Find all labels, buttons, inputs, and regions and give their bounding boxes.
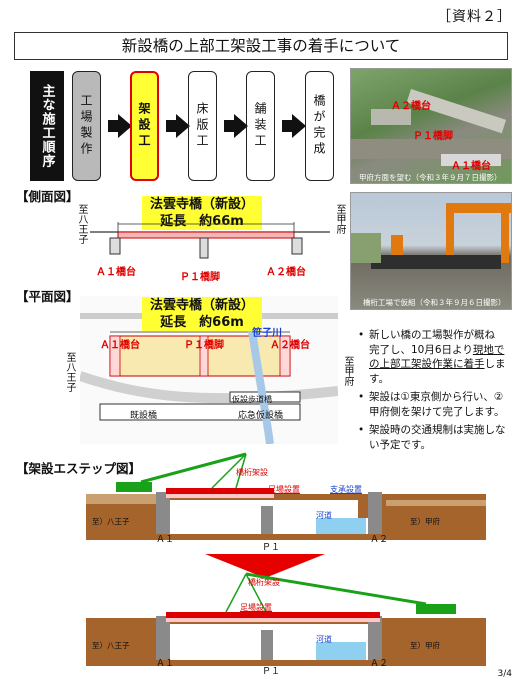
page-number: 3/4 bbox=[497, 669, 512, 679]
stage1-left-direction: 至）八王子 bbox=[92, 517, 130, 526]
river-label: 笹子川 bbox=[252, 328, 282, 339]
arrow-icon bbox=[224, 114, 248, 138]
plan-bridge-length: 延長 約66m bbox=[142, 314, 262, 331]
note-item: 新しい橋の工場製作が概ね 完了し、10月6日より現地での上部工架設作業に着手しま… bbox=[358, 328, 510, 386]
plan-view-heading: 【平面図】 bbox=[16, 289, 79, 304]
steps-heading: 【架設エステップ図】 bbox=[16, 461, 142, 476]
side-label-a2: Ａ２橋台 bbox=[266, 267, 306, 278]
plan-label-p1: Ｐ１橋脚 bbox=[184, 340, 224, 351]
step-paving: 舗装工 bbox=[246, 71, 275, 181]
temp-walkway-label: 仮設歩道橋 bbox=[232, 395, 272, 404]
stage2-girder-label: 橋桁架設 bbox=[248, 578, 280, 587]
existing-bridge-label: 既設橋 bbox=[130, 411, 158, 421]
factory-photo: 橋桁工場で仮組（令和３年９月６日撮影） bbox=[350, 192, 512, 310]
stage2-pier-a1: Ａ１ bbox=[156, 659, 175, 669]
stage2-left-direction: 至）八王子 bbox=[92, 641, 130, 650]
stage2-river-label: 河道 bbox=[316, 635, 332, 644]
down-arrow-icon bbox=[205, 554, 325, 578]
emergency-bridge-label: 応急仮設橋 bbox=[238, 411, 284, 421]
note-item: 架設時の交通規制は実施しない予定です。 bbox=[358, 423, 510, 452]
side-view-heading: 【側面図】 bbox=[16, 189, 79, 204]
photo-label-a2: Ａ２橋台 bbox=[391, 101, 431, 112]
photo-label-a1: Ａ１橋台 bbox=[451, 161, 491, 172]
stage1-pier-p1: Ｐ１ bbox=[262, 543, 281, 553]
plan-left-direction: 至八王子 bbox=[64, 352, 75, 392]
reference-label: ［資料２］ bbox=[437, 9, 512, 25]
step-deck: 床版工 bbox=[188, 71, 217, 181]
side-view-drawing bbox=[90, 222, 330, 259]
plan-label-a2: Ａ２橋台 bbox=[270, 340, 310, 351]
page-title: 新設橋の上部工架設工事の着手について bbox=[14, 32, 508, 60]
stage1-drawing bbox=[86, 452, 486, 540]
photo-caption: 甲府方面を望む（令和３年９月７日撮影） bbox=[359, 173, 502, 182]
stage1-support-label: 支承設置 bbox=[330, 485, 362, 494]
arrow-icon bbox=[166, 114, 190, 138]
plan-bridge-name: 法雲寺橋（新設） bbox=[142, 297, 262, 314]
stage1-girder-label: 橋桁架設 bbox=[236, 468, 268, 477]
step-complete: 橋が完成 bbox=[305, 71, 334, 181]
process-label: 主な施工順序 bbox=[30, 71, 64, 181]
photo-caption: 橋桁工場で仮組（令和３年９月６日撮影） bbox=[363, 298, 506, 307]
factory-photo-drawing bbox=[351, 203, 511, 269]
site-photo-drawing bbox=[351, 89, 511, 166]
side-label-p1: Ｐ１橋脚 bbox=[180, 272, 220, 283]
stage2-pier-a2: Ａ２ bbox=[370, 659, 389, 669]
stage2-drawing bbox=[86, 572, 486, 666]
notes-list: 新しい橋の工場製作が概ね 完了し、10月6日より現地での上部工架設作業に着手しま… bbox=[358, 328, 510, 456]
stage1-pier-a1: Ａ１ bbox=[156, 535, 175, 545]
stage2-pier-p1: Ｐ１ bbox=[262, 667, 281, 677]
site-photo: Ａ２橋台 Ｐ１橋脚 Ａ１橋台 甲府方面を望む（令和３年９月７日撮影） bbox=[350, 68, 512, 184]
stage2-scaffold-label: 足場設置 bbox=[240, 603, 272, 612]
stage1-pier-a2: Ａ２ bbox=[370, 535, 389, 545]
arrow-icon bbox=[282, 114, 306, 138]
step-factory: 工場製作 bbox=[72, 71, 101, 181]
stage1-river-label: 河道 bbox=[316, 511, 332, 520]
side-bridge-length: 延長 約66m bbox=[142, 213, 262, 230]
step-erection: 架設工 bbox=[130, 71, 159, 181]
side-bridge-name: 法雲寺橋（新設） bbox=[142, 196, 262, 213]
plan-right-direction: 至甲府 bbox=[342, 356, 353, 386]
stage2-right-direction: 至）甲府 bbox=[410, 641, 440, 650]
side-right-direction: 至甲府 bbox=[334, 204, 345, 234]
plan-label-a1: Ａ１橋台 bbox=[100, 340, 140, 351]
side-label-a1: Ａ１橋台 bbox=[96, 267, 136, 278]
stage1-scaffold-label: 足場設置 bbox=[268, 485, 300, 494]
side-left-direction: 至八王子 bbox=[76, 204, 87, 244]
arrow-icon bbox=[108, 114, 132, 138]
photo-label-p1: Ｐ１橋脚 bbox=[413, 131, 453, 142]
stage1-right-direction: 至）甲府 bbox=[410, 517, 440, 526]
note-item: 架設は①東京側から行い、②甲府側を架けて完了します。 bbox=[358, 390, 510, 419]
